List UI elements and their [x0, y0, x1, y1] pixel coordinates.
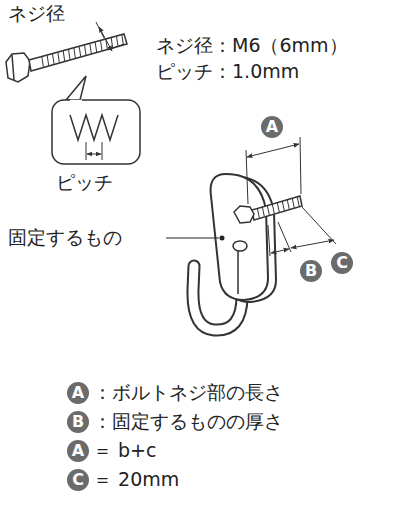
thread-stroke — [262, 207, 264, 217]
thread-stroke — [122, 35, 123, 45]
pitch-dimension — [87, 154, 101, 155]
thread-stroke — [95, 42, 96, 52]
thread-stroke — [53, 54, 54, 64]
extension-line — [96, 22, 104, 38]
pointer-join — [70, 100, 82, 103]
callout-text: A — [266, 119, 278, 135]
text-label: ピッチ — [56, 171, 113, 194]
thread-stroke — [292, 198, 294, 208]
screw-head — [6, 53, 30, 82]
screw-threads — [42, 35, 123, 67]
screw — [6, 34, 127, 82]
text-label: ピッチ：1.0mm — [156, 60, 299, 83]
thread-stroke — [90, 44, 91, 54]
thread-stroke — [47, 55, 48, 65]
dimension-line — [247, 144, 299, 157]
dimension-a — [246, 137, 301, 204]
callout-letter: C — [67, 469, 89, 491]
bolt-threads — [257, 197, 299, 218]
callout-letter: A — [261, 116, 283, 138]
thread-stroke — [42, 57, 43, 67]
callout-pointer — [66, 76, 86, 100]
leader-line — [166, 237, 219, 238]
thread-profile — [70, 115, 118, 140]
extension-line — [302, 207, 336, 244]
thread-stroke — [111, 38, 112, 48]
text-label: ：ボルトネジ部の長さ — [93, 381, 283, 404]
thread-stroke — [287, 200, 289, 210]
thread-stroke — [272, 204, 274, 214]
callout-text: B — [72, 414, 84, 430]
callout-text: C — [336, 255, 348, 271]
extension-line — [102, 142, 103, 160]
bolt-shaft — [252, 196, 302, 220]
callout-letter: C — [331, 252, 353, 274]
thread-stroke — [63, 51, 64, 61]
extension-line — [278, 222, 291, 252]
callout-bubble — [52, 100, 140, 164]
callout-text: A — [72, 443, 84, 459]
dimension-line — [271, 249, 289, 253]
thread-stroke — [277, 203, 279, 213]
text-label: 固定するもの — [8, 226, 122, 249]
text-label: ネジ径 — [8, 2, 65, 25]
callout-text: A — [72, 385, 84, 401]
hook-plate — [211, 174, 268, 300]
thread-stroke — [297, 197, 299, 207]
bolt-head — [234, 206, 254, 223]
thread-stroke — [69, 50, 70, 60]
dimension-line — [291, 240, 334, 248]
callout-letter: B — [67, 411, 89, 433]
text-label: ：固定するものの厚さ — [93, 410, 283, 433]
dimension-b-c — [268, 207, 336, 256]
thread-stroke — [79, 47, 80, 57]
text-label: ＝ b+c — [93, 439, 156, 462]
callout-text: C — [72, 472, 84, 488]
thread-stroke — [58, 52, 59, 62]
callout-text: B — [305, 263, 317, 279]
extension-line — [300, 137, 301, 194]
screw-head-edge — [12, 55, 14, 80]
hook-root — [233, 241, 247, 251]
screw-shaft — [29, 34, 127, 71]
extension-line — [86, 142, 87, 160]
thread-stroke — [117, 36, 118, 46]
diameter-dimension — [96, 22, 124, 51]
thread-stroke — [282, 201, 284, 211]
thread-stroke — [85, 45, 86, 55]
callout-letter: A — [67, 382, 89, 404]
thread-stroke — [267, 205, 269, 215]
thread-stroke — [257, 208, 259, 218]
thread-callout — [52, 76, 140, 164]
text-label: ネジ径：M6（6mm） — [156, 34, 348, 57]
thread-stroke — [101, 41, 102, 51]
extension-line — [246, 150, 248, 204]
thread-stroke — [74, 48, 75, 58]
hook-neck — [237, 246, 239, 294]
callout-letter: A — [67, 440, 89, 462]
text-label: ＝ 20mm — [93, 468, 179, 491]
extension-line — [268, 225, 270, 256]
callout-letter: B — [300, 260, 322, 282]
leader-dot — [220, 236, 225, 241]
dimension-line — [99, 27, 112, 51]
